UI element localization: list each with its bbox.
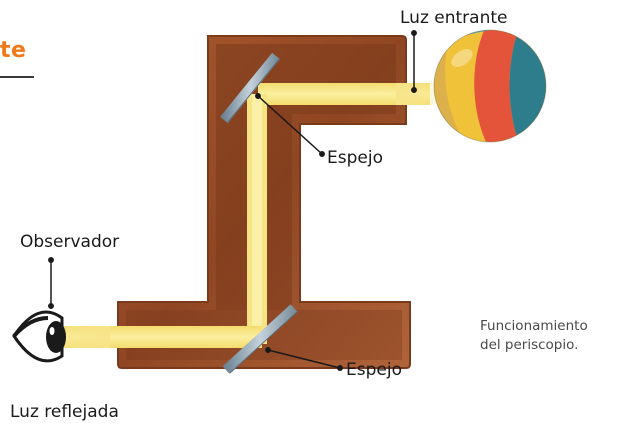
leader-dot-incoming-light [411,30,417,36]
leader-dot-incoming-light-end [411,87,417,93]
beach-ball-icon [433,29,547,143]
leader-dot-mirror-bottom-end [337,365,343,371]
label-reflected-light: Luz reflejada [10,402,119,422]
vertical-light-beam-core [252,94,262,344]
label-mirror-top: Espejo [327,148,383,168]
label-mirror-bottom: Espejo [346,360,402,380]
caption-line-1: Funcionamiento [480,318,588,334]
bottom-mirror-icon [222,304,299,374]
title-underline [0,76,34,78]
leader-mirror-top [257,95,323,155]
reflected-light-beam [62,326,262,348]
leader-lines [48,30,417,371]
leader-dot-observer [48,257,54,263]
label-observer: Observador [20,232,120,252]
section-title-fragment: te [0,38,27,63]
leader-dot-mirror-top-end [319,151,325,157]
leader-dot-observer-end [48,303,54,309]
caption-line-2: del periscopio. [480,337,579,353]
figure-caption: Funcionamiento del periscopio. [480,317,588,355]
incoming-light-beam-glow [396,83,436,105]
leader-dot-mirror-bottom [265,347,271,353]
eye-icon [12,310,66,363]
incoming-light-beam [258,83,430,105]
leader-dot-mirror-top [255,93,261,99]
top-mirror-icon [220,52,281,124]
leader-mirror-bottom [267,349,341,369]
label-incoming-light: Luz entrante [400,8,508,28]
